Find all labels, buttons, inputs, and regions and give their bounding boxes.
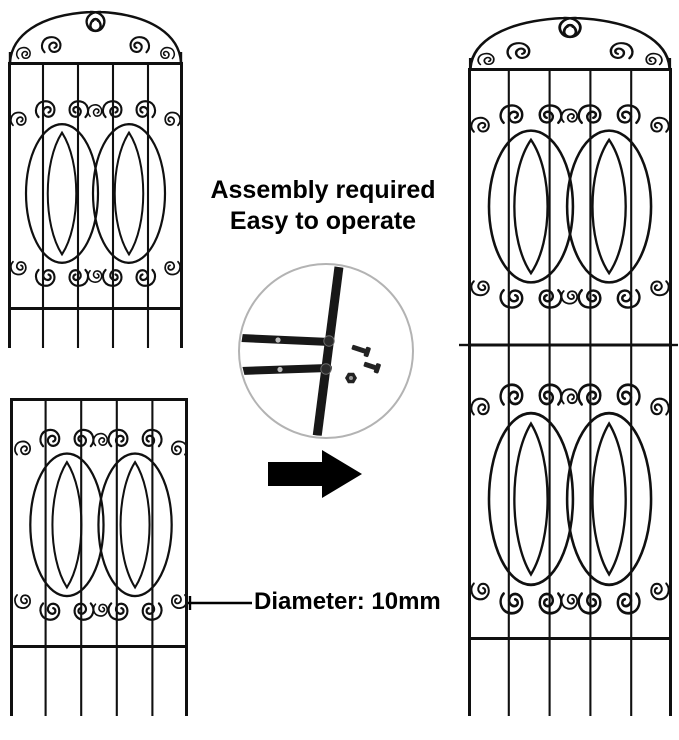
inner-vertical-bars: [507, 68, 633, 716]
scrollwork-ornament-lower: [471, 385, 668, 613]
trellis-panel-arched: [8, 12, 183, 348]
hex-nut: [345, 372, 357, 384]
trellis-panel-flat: [10, 398, 188, 716]
frame-and-legs: [468, 68, 672, 716]
inner-vertical-bars: [44, 398, 154, 716]
assembly-note-line2: Easy to operate: [229, 207, 417, 235]
right-arrow-icon: [268, 450, 362, 498]
scrollwork-ornament: [15, 430, 187, 620]
hardware-detail-inset: [238, 263, 414, 439]
arch-scroll-ornament: [470, 18, 669, 70]
diameter-label: Diameter: 10mm: [254, 588, 441, 615]
connector-hole: [277, 366, 283, 373]
diameter-pointer-line: [188, 596, 252, 610]
loose-screws: [345, 344, 381, 384]
arch-scroll-ornament: [10, 12, 181, 64]
scrollwork-ornament: [11, 101, 180, 285]
connector-bars: [241, 334, 334, 375]
trellis-assembled: [459, 18, 678, 716]
scrollwork-ornament-upper: [471, 105, 668, 307]
bolt-head: [320, 363, 332, 375]
connector-hole: [275, 337, 281, 343]
assembly-note: Assembly required Easy to operate: [190, 175, 456, 237]
trellis-rail-closeup: [311, 266, 345, 436]
frame-and-legs: [8, 62, 183, 348]
bolt-head: [323, 335, 335, 347]
assembly-note-line1: Assembly required: [210, 176, 436, 204]
